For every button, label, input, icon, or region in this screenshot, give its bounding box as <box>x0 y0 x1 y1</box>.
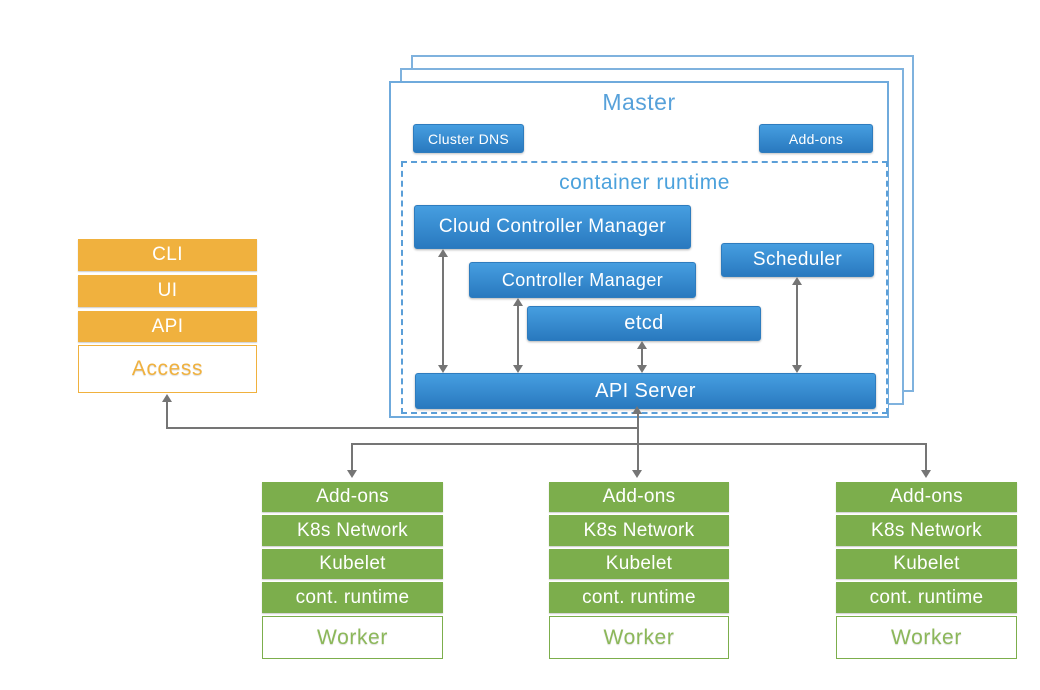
worker3-row-cont-runtime: cont. runtime <box>836 582 1017 613</box>
container-runtime-box: container runtime Cloud Controller Manag… <box>401 161 888 414</box>
worker-stack-2: Add-ons K8s Network Kubelet cont. runtim… <box>549 482 729 659</box>
worker3-row-k8s-network: K8s Network <box>836 515 1017 546</box>
scheduler-box: Scheduler <box>721 243 874 277</box>
master-box: Master Cluster DNS Add-ons container run… <box>389 81 889 418</box>
access-row-api: API <box>78 311 257 342</box>
container-runtime-title: container runtime <box>559 171 730 194</box>
worker2-row-k8s-network: K8s Network <box>549 515 729 546</box>
access-row-cli: CLI <box>78 239 257 271</box>
worker1-label: Worker <box>262 616 443 659</box>
access-row-ui: UI <box>78 275 257 307</box>
worker2-row-cont-runtime: cont. runtime <box>549 582 729 613</box>
worker1-row-kubelet: Kubelet <box>262 549 443 579</box>
cluster-dns-badge: Cluster DNS <box>413 124 524 153</box>
worker1-row-k8s-network: K8s Network <box>262 515 443 546</box>
worker3-row-addons: Add-ons <box>836 482 1017 512</box>
access-stack: CLI UI API Access <box>78 239 257 393</box>
etcd-box: etcd <box>527 306 761 341</box>
controller-manager-box: Controller Manager <box>469 262 696 298</box>
worker2-label: Worker <box>549 616 729 659</box>
worker-stack-3: Add-ons K8s Network Kubelet cont. runtim… <box>836 482 1017 659</box>
master-title: Master <box>602 89 676 115</box>
api-server-box: API Server <box>415 373 876 409</box>
cloud-controller-manager-box: Cloud Controller Manager <box>414 205 691 249</box>
access-label: Access <box>78 345 257 393</box>
worker2-row-addons: Add-ons <box>549 482 729 512</box>
worker1-row-cont-runtime: cont. runtime <box>262 582 443 613</box>
addons-badge: Add-ons <box>759 124 873 153</box>
worker1-row-addons: Add-ons <box>262 482 443 512</box>
worker3-label: Worker <box>836 616 1017 659</box>
worker3-row-kubelet: Kubelet <box>836 549 1017 579</box>
worker2-row-kubelet: Kubelet <box>549 549 729 579</box>
worker-stack-1: Add-ons K8s Network Kubelet cont. runtim… <box>262 482 443 659</box>
